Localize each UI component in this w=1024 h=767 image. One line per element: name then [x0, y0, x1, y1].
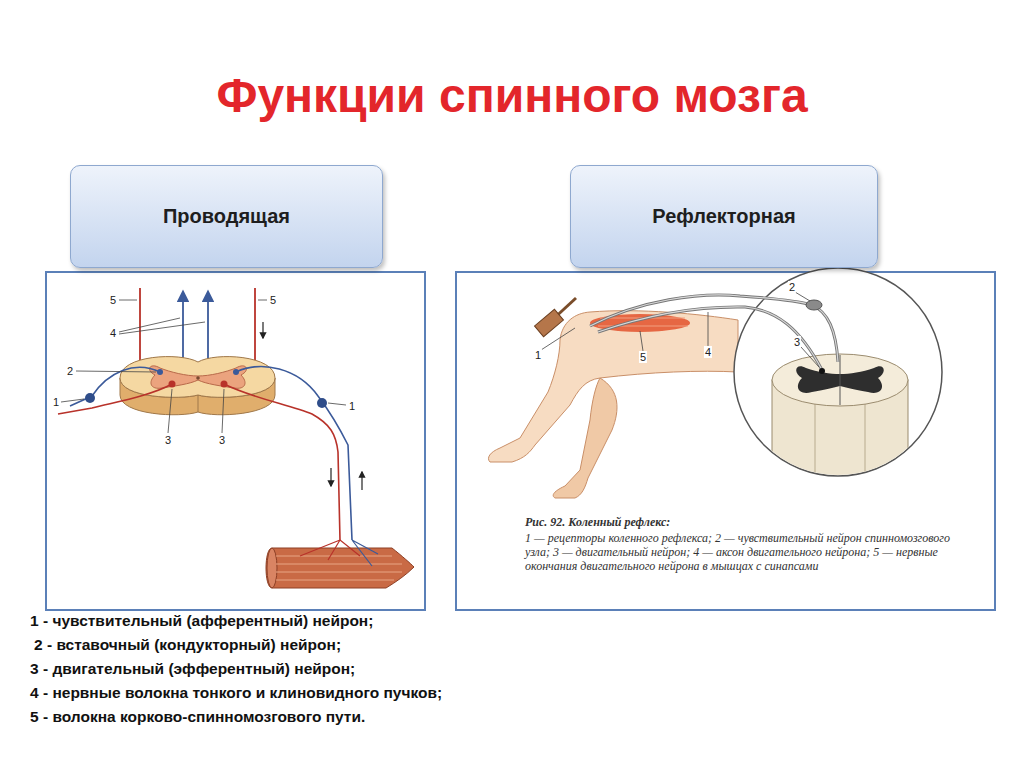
reflex-nerve: [598, 307, 822, 370]
spinal-cord: [196, 376, 200, 380]
leader-line: [801, 347, 819, 367]
callout-number: 1: [348, 400, 356, 412]
muscle: [266, 540, 414, 588]
legend-line: 4 - нервные волокна тонкого и клиновидно…: [30, 684, 442, 703]
reflex-nerve: [590, 295, 838, 374]
leader-line: [541, 292, 819, 367]
box-label: Рефлекторная: [652, 205, 795, 228]
function-box: Проводящая: [70, 165, 383, 268]
callout-number: 3: [218, 434, 226, 446]
legend-line: 1 - чувствительный (афферентный) нейрон;: [30, 612, 373, 631]
leader-line: [61, 399, 84, 402]
nerve-roots: [361, 472, 362, 490]
nerve-roots: [58, 384, 172, 414]
leader-line: [119, 300, 137, 301]
figure-caption: 1 — рецепторы коленного рефлекса; 2 — чу…: [525, 531, 957, 573]
callout-number: 4: [109, 327, 117, 339]
legend-line: 3 - двигательный (эфферентный) нейрон;: [30, 660, 355, 679]
leg-figure: [488, 311, 738, 498]
muscle: [352, 540, 378, 566]
muscle: [267, 548, 277, 588]
leg-figure: [488, 311, 738, 462]
picture-frame: [46, 272, 425, 610]
nerve-roots: [58, 367, 362, 540]
spinal-cord: [198, 395, 199, 412]
leader-line: [61, 300, 346, 433]
callout-number: 3: [793, 336, 801, 348]
tract-fibers: [254, 288, 256, 372]
magnifier-circle: [865, 395, 866, 480]
magnifier-circle: [772, 354, 908, 490]
figure-caption: Рис. 92. Коленный рефлекс:: [525, 515, 670, 530]
legend-line: 5 - волокна корково-спинномозгового пути…: [30, 708, 365, 727]
leader-line: [258, 300, 267, 301]
callout-number: 5: [269, 294, 277, 306]
reflex-hammer: [535, 309, 564, 336]
nerve-roots: [70, 367, 160, 406]
spinal-cord: [150, 366, 247, 388]
nerve-roots: [224, 384, 340, 540]
muscle: [276, 564, 402, 565]
leader-line: [328, 403, 346, 405]
nerve-roots: [236, 367, 352, 540]
muscle: [276, 556, 392, 557]
callout-number: 5: [639, 351, 647, 363]
legend-line: 2 - вставочный (кондукторный) нейрон;: [34, 636, 341, 655]
reflex-nerve: [590, 295, 838, 362]
leader-line: [119, 322, 205, 334]
box-label: Проводящая: [163, 205, 290, 228]
leader-line: [795, 292, 810, 301]
callout-number: 2: [788, 281, 796, 293]
muscle: [276, 572, 402, 573]
magnifier-circle: [772, 354, 908, 406]
slide-title: Функции спинного мозга: [0, 70, 1024, 123]
callout-number: 4: [704, 346, 712, 358]
nerve-roots: [317, 398, 327, 408]
reflex-nerve: [806, 300, 822, 310]
leader-line: [708, 312, 709, 346]
leader-line: [541, 328, 575, 350]
magnifier-circle: [734, 268, 942, 490]
leader-line: [222, 389, 224, 433]
function-box: Рефлекторная: [570, 165, 878, 268]
tract-fibers: [139, 288, 141, 372]
reflex-nerve: [598, 307, 822, 370]
callout-number: 5: [109, 294, 117, 306]
callout-number: 1: [52, 396, 60, 408]
callout-number: 2: [66, 365, 74, 377]
callout-number: 1: [534, 349, 542, 361]
spinal-cord: [120, 357, 275, 415]
spinal-cord: [120, 357, 275, 398]
leader-line: [168, 389, 172, 433]
reflex-nerve: [590, 295, 838, 362]
muscle: [266, 548, 414, 588]
magnifier-circle: [840, 355, 841, 405]
leader-line: [76, 371, 156, 372]
callout-number: 3: [164, 434, 172, 446]
nerve-roots: [330, 468, 331, 486]
muscle: [276, 580, 394, 581]
reflex-nerve: [819, 368, 825, 374]
magnifier-circle: [815, 395, 816, 480]
leader-line: [640, 331, 643, 351]
nerve-roots: [85, 393, 95, 403]
muscle: [300, 540, 360, 560]
tract-fibers: [262, 322, 263, 338]
